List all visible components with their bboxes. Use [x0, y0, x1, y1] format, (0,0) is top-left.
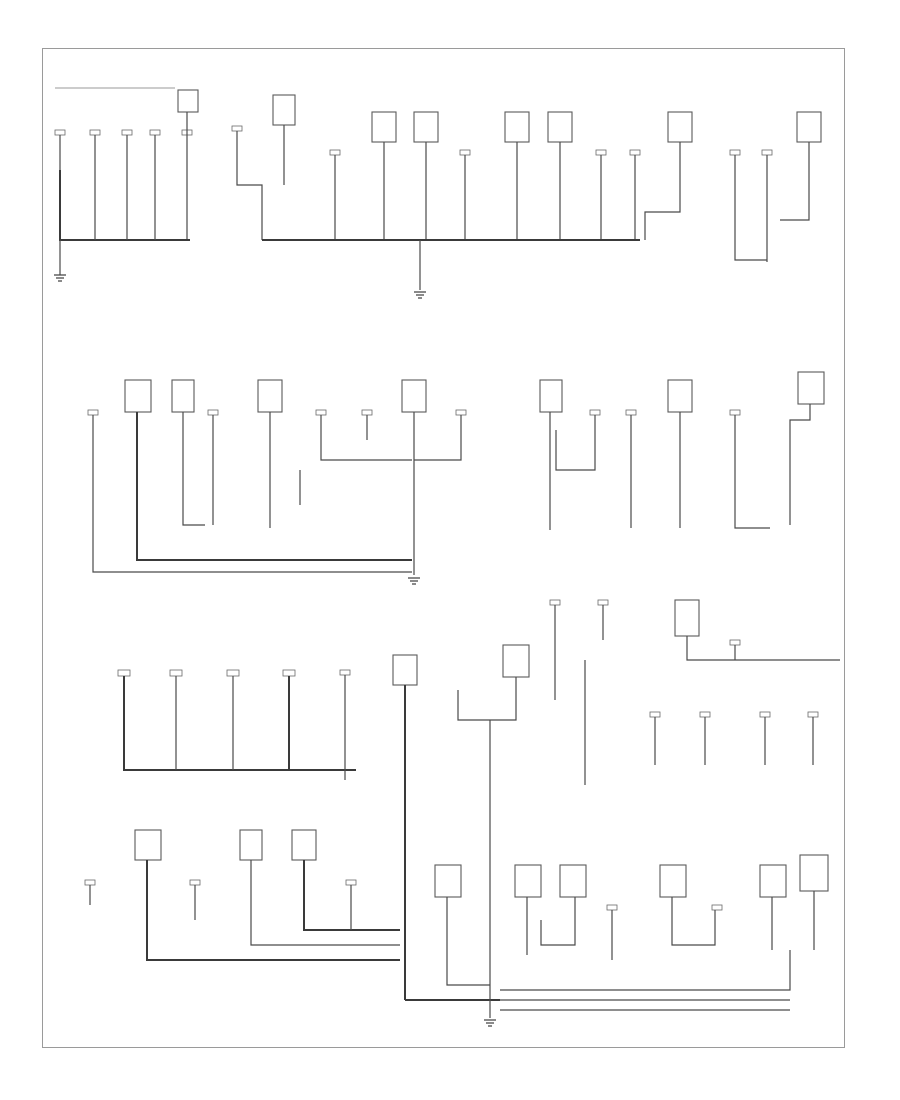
diagram-frame	[42, 48, 845, 1048]
middle-section	[87, 371, 825, 585]
lower-section	[117, 599, 840, 1000]
bottom-section	[84, 829, 829, 1027]
top-section	[54, 87, 822, 299]
